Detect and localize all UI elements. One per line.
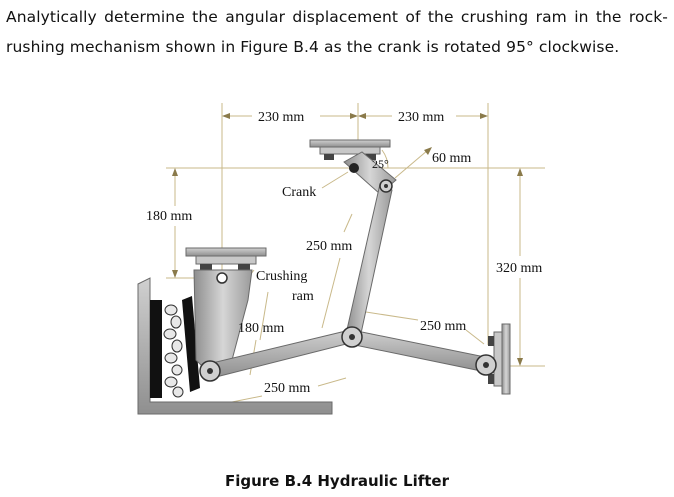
crushing-ram bbox=[193, 269, 253, 373]
label-left-vertical-dim: 180 mm bbox=[146, 209, 192, 224]
central-joint bbox=[341, 326, 363, 348]
label-crushing: Crushing bbox=[256, 269, 307, 284]
rocks bbox=[163, 304, 184, 398]
right-wall-mount bbox=[475, 323, 511, 395]
label-crank-dim: 60 mm bbox=[432, 151, 471, 166]
label-coupler-dim: 250 mm bbox=[306, 239, 352, 254]
dimension-arrowheads bbox=[172, 113, 523, 366]
crank-mount bbox=[309, 139, 391, 160]
lower-right-link bbox=[349, 329, 491, 373]
ram-lower-joint bbox=[199, 360, 221, 382]
label-top-right-dim: 230 mm bbox=[398, 110, 444, 125]
ram-pivot-mount bbox=[185, 247, 267, 270]
ground-frame bbox=[137, 277, 333, 415]
label-ram: ram bbox=[292, 289, 314, 304]
label-bottom-link-dim: 250 mm bbox=[264, 381, 310, 396]
coupler-link bbox=[345, 179, 393, 339]
label-right-link-dim: 250 mm bbox=[420, 319, 466, 334]
figure-caption: Figure B.4 Hydraulic Lifter bbox=[224, 472, 450, 490]
label-ram-dim: 180 mm bbox=[238, 321, 284, 336]
label-crank: Crank bbox=[282, 185, 316, 200]
problem-statement: Analytically determine the angular displ… bbox=[6, 8, 668, 56]
label-right-vertical-dim: 320 mm bbox=[496, 261, 542, 276]
label-angle: 25° bbox=[372, 157, 389, 171]
label-top-left-dim: 230 mm bbox=[258, 110, 304, 125]
